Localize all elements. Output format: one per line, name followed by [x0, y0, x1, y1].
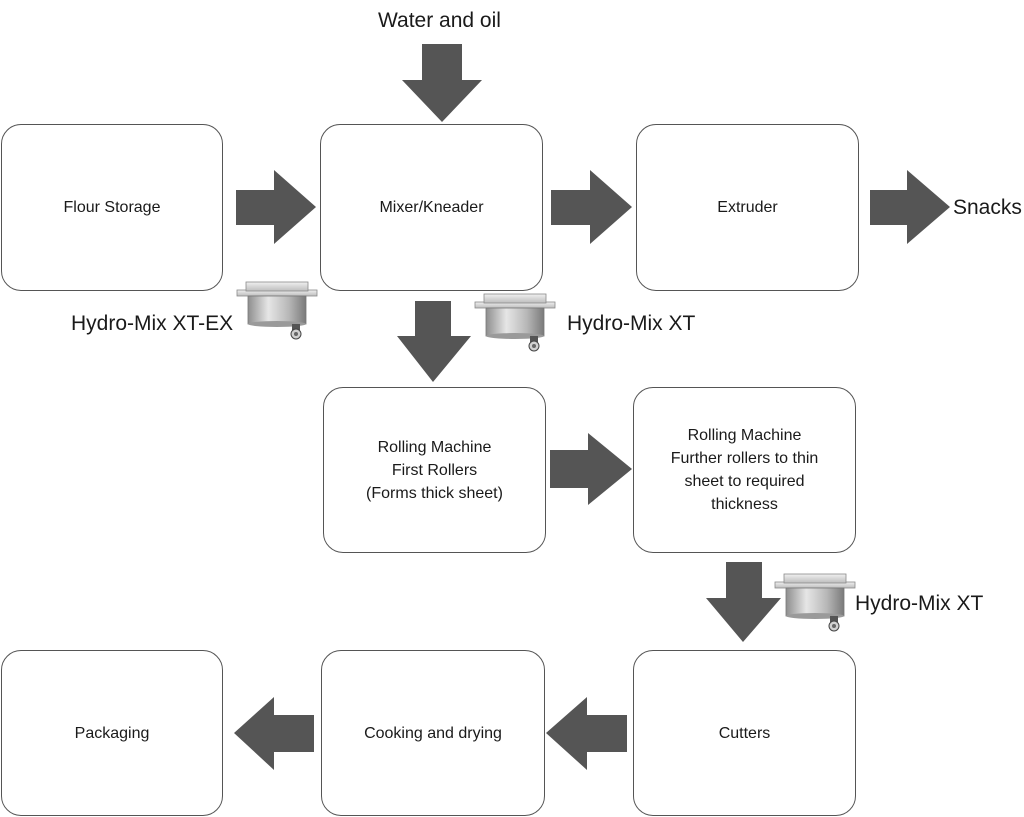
arrow-mixer-to-extruder: [551, 170, 632, 244]
arrow-water-to-mixer: [402, 44, 482, 122]
mixer-kneader-box: Mixer/Kneader: [320, 124, 543, 291]
rolling-first-box: Rolling Machine First Rollers (Forms thi…: [323, 387, 546, 553]
arrow-rolling-to-cutters: [706, 562, 781, 642]
packaging-box: Packaging: [1, 650, 223, 816]
flour-sensor-icon: [236, 281, 318, 340]
flour-storage-box: Flour Storage: [1, 124, 223, 291]
flour-storage-label: Flour Storage: [63, 199, 161, 216]
cutters-box: Cutters: [633, 650, 856, 816]
rolling-further-box: Rolling Machine Further rollers to thin …: [633, 387, 856, 553]
rolling-first-label: Rolling Machine First Rollers (Forms thi…: [366, 438, 503, 502]
water-oil-label: Water and oil: [378, 9, 501, 32]
extruder-label: Extruder: [717, 199, 778, 216]
arrow-rolling-to-rolling: [550, 433, 632, 505]
mixer-kneader-label: Mixer/Kneader: [379, 199, 484, 216]
arrow-flour-to-mixer: [236, 170, 316, 244]
cooking-drying-label: Cooking and drying: [364, 724, 502, 742]
arrow-cutters-to-cooking: [546, 697, 627, 770]
cooking-drying-box: Cooking and drying: [321, 650, 545, 816]
mixer-sensor-label: Hydro-Mix XT: [567, 312, 696, 335]
arrow-cooking-to-packaging: [234, 697, 314, 770]
rolling-further-label: Rolling Machine Further rollers to thin …: [670, 427, 819, 513]
packaging-label: Packaging: [74, 724, 150, 742]
arrow-mixer-to-rolling: [397, 301, 471, 382]
arrow-extruder-to-snacks: [870, 170, 950, 244]
flour-sensor-label: Hydro-Mix XT-EX: [71, 312, 234, 335]
extruder-box: Extruder: [636, 124, 859, 291]
snacks-label: Snacks: [953, 196, 1022, 219]
cutters-label: Cutters: [718, 724, 771, 742]
mixer-sensor-icon: [474, 293, 556, 352]
cutter-sensor-label: Hydro-Mix XT: [855, 592, 984, 615]
cutter-sensor-icon: [774, 573, 856, 632]
